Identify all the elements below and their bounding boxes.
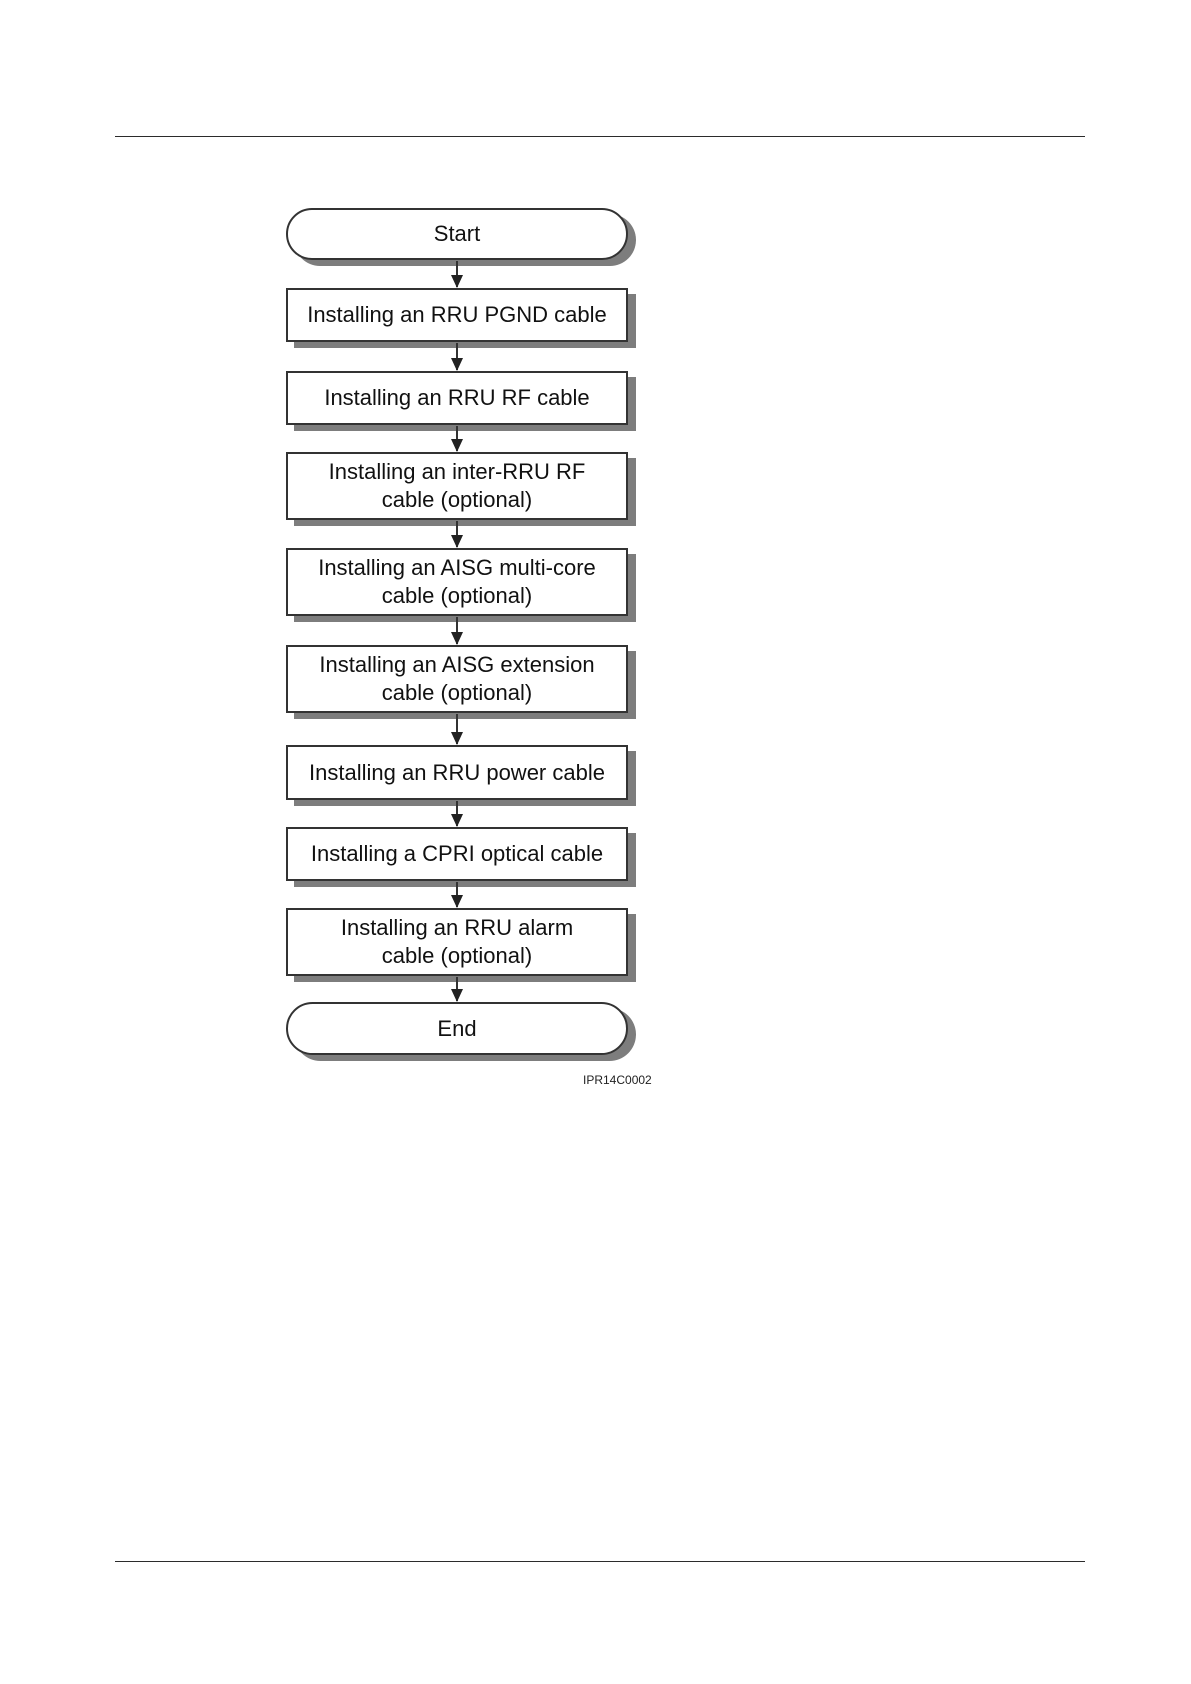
step-aisg-extension-cable: Installing an AISG extension cable (opti… [286,645,628,713]
step-label: Installing a CPRI optical cable [310,841,604,866]
arrow-step-6-to-step-7 [451,801,463,827]
arrow-step-5-to-step-6 [451,714,463,745]
footer-rule [115,1561,1085,1562]
figure-id: IPR14C0002 [583,1073,652,1087]
start-label: Start [433,221,481,246]
step-label: Installing an RRU power cable [309,759,605,785]
step-label: Installing an RRU RF cable [324,385,590,410]
end-label: End [437,1015,477,1041]
step-inter-rru-rf-cable: Installing an inter-RRU RF cable (option… [286,452,628,520]
step-label: Installing an AISG multi-core cable (opt… [318,555,596,608]
header-rule [115,136,1085,137]
end-node: End [286,1002,628,1055]
step-alarm-cable: Installing an RRU alarm cable (optional) [286,908,628,976]
arrow-step-1-to-step-2 [451,343,463,371]
arrow-step-3-to-step-4 [451,521,463,548]
start-node: Start [286,208,628,260]
step-pgnd-cable: Installing an RRU PGND cable [286,288,628,342]
step-rf-cable: Installing an RRU RF cable [286,371,628,425]
arrow-step-2-to-step-3 [451,426,463,452]
step-label: Installing an RRU alarm cable (optional) [340,915,574,968]
step-power-cable: Installing an RRU power cable [286,745,628,800]
arrow-step-8-to-end [451,977,463,1002]
step-aisg-multi-core-cable: Installing an AISG multi-core cable (opt… [286,548,628,616]
arrow-step-4-to-step-5 [451,617,463,645]
step-label: Installing an AISG extension cable (opti… [319,652,595,705]
arrow-start-to-step-1 [451,261,463,288]
step-label: Installing an inter-RRU RF cable (option… [328,459,586,512]
arrow-step-7-to-step-8 [451,882,463,908]
step-label: Installing an RRU PGND cable [307,302,607,327]
step-cpri-optical-cable: Installing a CPRI optical cable [286,827,628,881]
